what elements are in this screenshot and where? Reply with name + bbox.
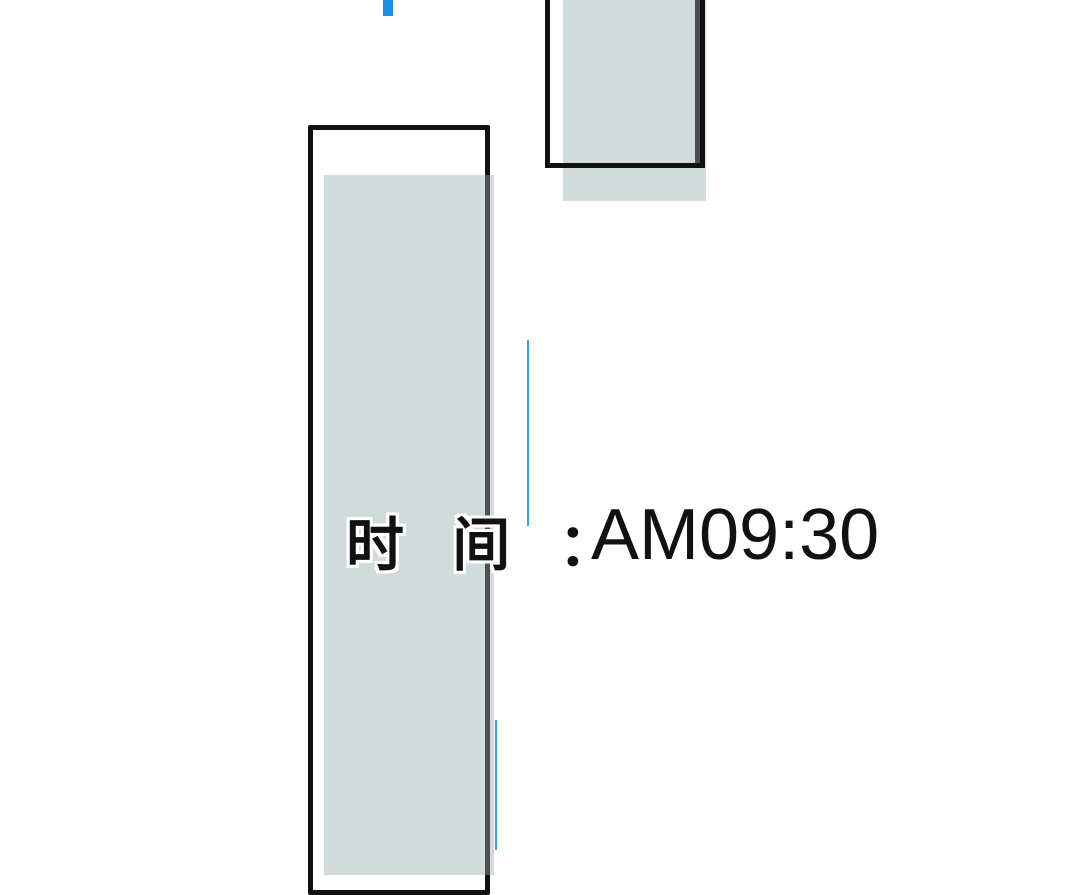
- time-label: 时 间 ：: [346, 511, 631, 579]
- tall-panel-fill: [324, 175, 494, 875]
- small-panel-frame: [545, 0, 705, 168]
- speed-line: [495, 720, 497, 850]
- speed-line: [527, 340, 529, 526]
- blue-accent-tick: [383, 0, 393, 16]
- tall-panel-edge: [485, 175, 490, 875]
- small-panel-edge: [695, 0, 700, 163]
- time-value: AM09:30: [591, 495, 880, 575]
